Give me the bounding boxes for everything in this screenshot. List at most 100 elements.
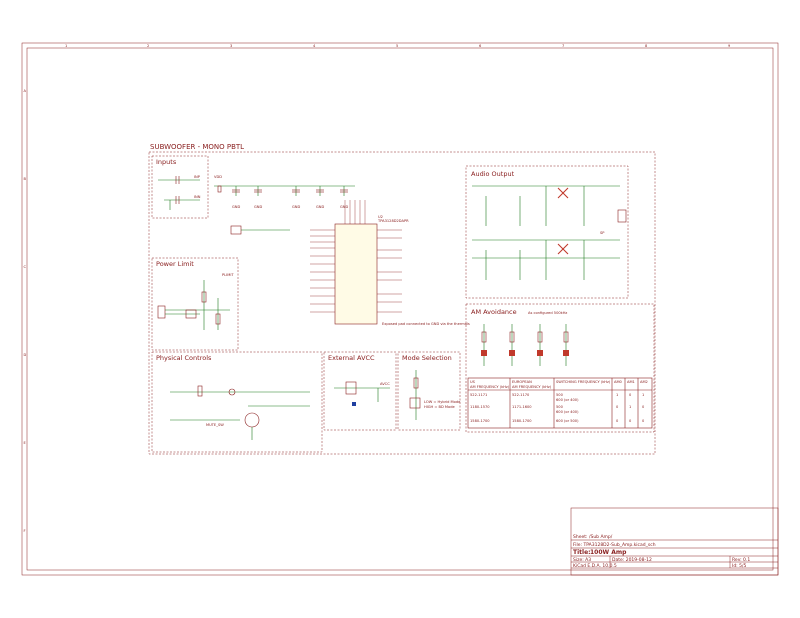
am-table-cell: 0 — [616, 405, 619, 409]
row-label: A — [24, 89, 27, 93]
plimit-label: PLIMIT — [222, 273, 234, 277]
row-label: D — [24, 353, 27, 357]
title-block: Sheet: /Sub Amp/ File: TPA3128D2-Sub_Amp… — [570, 507, 779, 576]
inputs-title: Inputs — [156, 158, 177, 166]
ic-ref: U2 — [378, 215, 383, 219]
ic-body — [334, 223, 378, 325]
avcc-label: AVCC — [380, 382, 390, 386]
am-table-header: AM2 — [640, 380, 648, 384]
title-block-date: Date: 2019-08-12 — [612, 557, 652, 563]
row-label: E — [24, 441, 27, 445]
row-label: B — [24, 177, 27, 181]
am-table-cell: 500 — [556, 393, 564, 397]
am-table-cell: 600 (or 400) — [556, 410, 579, 414]
speaker-label: SP — [600, 231, 605, 235]
audio-output-block: Audio Output SP — [465, 165, 629, 299]
am-table-cell: 0 — [616, 419, 619, 423]
gnd-label: GND — [232, 205, 240, 209]
title-block-id: Id: 5/5 — [732, 563, 747, 569]
row-label: C — [24, 265, 27, 269]
main-section-frame — [148, 151, 656, 455]
am-table-cell: 522-1171 — [470, 393, 487, 397]
col-label: 3 — [230, 44, 232, 48]
am-table-header: EUROPEAN — [512, 380, 532, 384]
title-block-title: 100W Amp — [590, 549, 627, 556]
am-table-cell: 500 — [556, 405, 564, 409]
gnd-label: GND — [316, 205, 324, 209]
decoupling-caps: VDD GND GND GND GND GND — [214, 175, 355, 209]
power-limit-frame — [151, 257, 239, 351]
title-block-title-label: Title: — [573, 549, 591, 556]
am-table-cell: 1 — [629, 405, 631, 409]
am-table: US EUROPEAN SWITCHING FREQUENCY (kHz) AM… — [467, 377, 653, 429]
am-table-cell: 1580-1700 — [512, 419, 532, 423]
input-net-label: INP — [194, 175, 201, 179]
power-limit-block: Power Limit PLIMIT — [151, 257, 239, 351]
external-avcc-title: External AVCC — [328, 354, 375, 362]
physical-controls-block: Physical Controls MUTE_SW — [151, 351, 323, 453]
inputs-block: Inputs INP INN — [151, 155, 209, 219]
col-label: 1 — [65, 44, 67, 48]
am-table-cell: 1 — [616, 393, 618, 397]
mode-note-2: HIGH = BD Mode — [424, 405, 456, 409]
am-table-cell: 1171-1600 — [512, 405, 532, 409]
speaker-connector — [617, 209, 627, 223]
header-connector — [230, 225, 290, 235]
am-avoidance-title: AM Avoidance — [471, 308, 517, 316]
am-table-cell: 0 — [629, 419, 632, 423]
am-table-subheader: AM FREQUENCY (kHz) — [470, 385, 510, 389]
title-block-size: Size: A3 — [573, 557, 591, 563]
am-table-cell: 0 — [642, 405, 645, 409]
am-table-header: AM1 — [627, 380, 635, 384]
physical-controls-title: Physical Controls — [156, 354, 212, 362]
inputs-frame — [151, 155, 209, 219]
physical-controls-frame — [151, 351, 323, 453]
audio-output-frame — [465, 165, 629, 299]
am-table-cell: 0 — [642, 419, 645, 423]
am-table-cell: 0 — [629, 393, 632, 397]
am-table-cell: 522-1170 — [512, 393, 530, 397]
gnd-label: GND — [254, 205, 262, 209]
am-avoidance-block: AM Avoidance As configured 500kHz US EUR… — [465, 303, 655, 433]
am-table-subheader: AM FREQUENCY (kHz) — [512, 385, 552, 389]
title-block-sheet: Sheet: /Sub Amp/ — [573, 534, 613, 540]
am-table-header: AM0 — [614, 380, 623, 384]
col-label: 2 — [147, 44, 149, 48]
col-label: 8 — [645, 44, 648, 48]
input-net-label: INN — [194, 195, 201, 199]
col-label: 7 — [562, 44, 564, 48]
gnd-label: GND — [292, 205, 300, 209]
row-label: F — [24, 529, 26, 533]
title-block-tool: KiCad E.D.A. 10.0.5 — [573, 563, 617, 569]
mode-selection-title: Mode Selection — [402, 354, 452, 362]
am-table-cell: 1180-1570 — [470, 405, 490, 409]
col-label: 6 — [479, 44, 482, 48]
vdd-label: VDD — [214, 175, 222, 179]
mute-label: MUTE_SW — [206, 423, 224, 427]
am-table-cell: 1580-1700 — [470, 419, 490, 423]
audio-output-title: Audio Output — [471, 170, 515, 178]
am-table-cell: 1 — [642, 393, 644, 397]
am-table-header: US — [470, 380, 476, 384]
am-avoidance-frame — [465, 303, 655, 433]
external-avcc-block: External AVCC AVCC — [323, 351, 397, 431]
main-section-title: SUBWOOFER - MONO PBTL — [150, 143, 244, 151]
external-avcc-frame — [323, 351, 397, 431]
am-table-header: SWITCHING FREQUENCY (kHz) — [556, 380, 611, 384]
border-row-labels: A B C D E F — [24, 89, 27, 533]
mode-selection-frame — [397, 351, 461, 431]
col-label: 9 — [728, 44, 731, 48]
title-block-file: File: TPA3128D2-Sub_Amp.kicad_sch — [573, 542, 656, 548]
gnd-label: GND — [340, 205, 348, 209]
title-block-rev: Rev: 0.1 — [732, 557, 750, 563]
col-label: 5 — [396, 44, 398, 48]
power-limit-title: Power Limit — [156, 260, 194, 268]
mode-selection-block: Mode Selection LOW = Hybrid Mode HIGH = … — [397, 351, 461, 431]
col-label: 4 — [313, 44, 316, 48]
am-note: As configured 500kHz — [528, 311, 567, 315]
dnp-marks — [557, 187, 569, 255]
border-column-labels: 1 2 3 4 5 6 7 8 9 — [65, 44, 731, 48]
outer-border — [21, 42, 779, 576]
amplifier-ic: U2 TPA3128D2DAPR Exposed pad connected t… — [310, 200, 470, 326]
